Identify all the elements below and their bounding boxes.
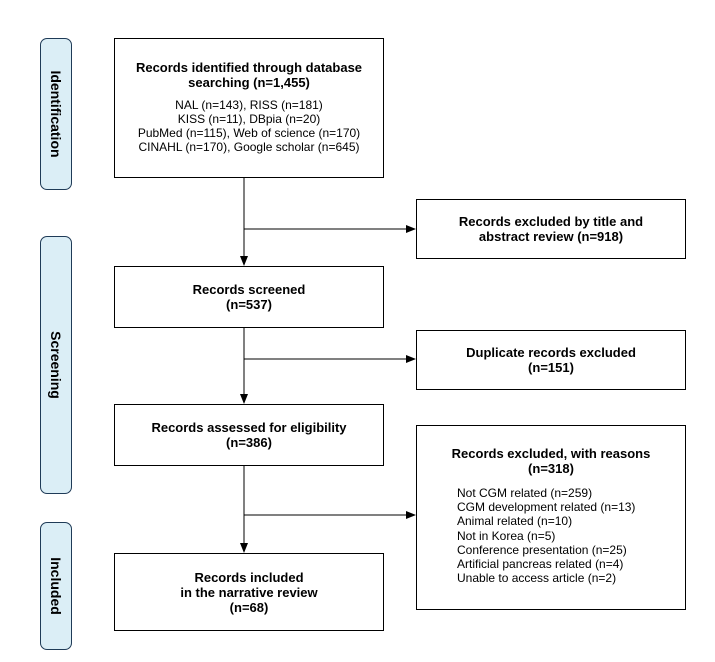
source-line: CINAHL (n=170), Google scholar (n=645)	[138, 140, 360, 154]
phase-screening: Screening	[40, 236, 72, 494]
screened-line2: (n=537)	[226, 297, 272, 312]
phase-included-label: Included	[48, 557, 64, 615]
included-line1: Records included	[194, 569, 304, 585]
source-line: NAL (n=143), RISS (n=181)	[175, 98, 323, 112]
eligibility-line2: (n=386)	[226, 435, 272, 450]
reason-item: Unable to access article (n=2)	[457, 571, 617, 586]
excluded-title-box: Records excluded by title and abstract r…	[416, 199, 686, 259]
reason-item: Animal related (n=10)	[457, 514, 573, 529]
reason-item: Not CGM related (n=259)	[457, 486, 593, 500]
reason-item: Not in Korea (n=5)	[457, 528, 556, 543]
screened-box: Records screened (n=537)	[114, 266, 384, 328]
included-line3: (n=68)	[229, 599, 269, 615]
included-line2: in the narrative review	[180, 584, 318, 600]
included-box: Records included in the narrative review…	[114, 553, 384, 631]
reason-item: CGM development related (n=13)	[457, 500, 636, 515]
excluded-reasons-box: Records excluded, with reasons (n=318) N…	[416, 425, 686, 610]
source-line: KISS (n=11), DBpia (n=20)	[177, 112, 321, 126]
phase-identification-label: Identification	[48, 70, 64, 158]
exclusion-reasons-list: Not CGM related (n=259) CGM development …	[457, 486, 685, 585]
phase-included: Included	[40, 522, 72, 650]
identified-title-line2: searching (n=1,455)	[188, 75, 310, 90]
identified-title-line1: Records identified through database	[135, 60, 363, 75]
excluded-title-line2: abstract review (n=918)	[478, 229, 624, 244]
reason-item: Artificial pancreas related (n=4)	[457, 557, 624, 572]
eligibility-line1: Records assessed for eligibility	[151, 420, 347, 435]
duplicates-box: Duplicate records excluded (n=151)	[416, 330, 686, 390]
identified-sources: NAL (n=143), RISS (n=181) KISS (n=11), D…	[115, 98, 383, 154]
phase-screening-label: Screening	[48, 331, 64, 399]
excluded-reasons-line2: (n=318)	[528, 461, 574, 476]
source-line: PubMed (n=115), Web of science (n=170)	[137, 126, 361, 140]
phase-identification: Identification	[40, 38, 72, 190]
identified-box: Records identified through database sear…	[114, 38, 384, 178]
screened-line1: Records screened	[192, 282, 306, 297]
reason-item: Conference presentation (n=25)	[457, 542, 627, 557]
excluded-title-line1: Records excluded by title and	[458, 214, 644, 229]
duplicates-line1: Duplicate records excluded	[466, 345, 636, 360]
excluded-reasons-line1: Records excluded, with reasons	[451, 446, 651, 461]
duplicates-line2: (n=151)	[528, 360, 574, 375]
eligibility-box: Records assessed for eligibility (n=386)	[114, 404, 384, 466]
